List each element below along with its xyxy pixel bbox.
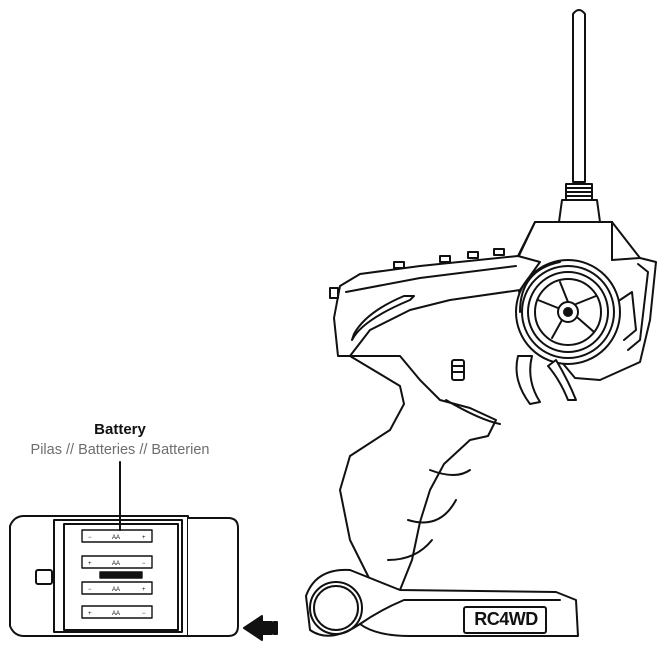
- brand-plate: [463, 606, 547, 634]
- transmitter-base: [305, 568, 579, 637]
- steering-wheel[interactable]: [515, 259, 637, 365]
- cell-2-type: AA: [112, 561, 120, 567]
- insert-arrow-icon: [243, 615, 278, 641]
- cell-4-plus: −: [142, 611, 146, 617]
- cell-3-type: AA: [112, 587, 120, 593]
- battery-callout-title: Battery: [94, 421, 146, 438]
- cell-1-minus: −: [88, 535, 92, 541]
- cell-3-plus: +: [142, 587, 146, 593]
- transmitter-top-body: [329, 248, 541, 357]
- cell-3-minus: −: [88, 587, 92, 593]
- brand-label: RC4WD: [474, 609, 538, 629]
- battery-tray: [9, 461, 239, 637]
- transmitter-grip: [339, 355, 501, 591]
- cell-1-type: AA: [112, 535, 120, 541]
- cell-2-plus: −: [142, 561, 146, 567]
- cell-2-minus: +: [88, 561, 92, 567]
- cell-1-plus: +: [142, 535, 146, 541]
- cell-4-type: AA: [112, 611, 120, 617]
- battery-callout-subtitle: Pilas // Batteries // Batterien: [30, 442, 210, 458]
- cell-4-minus: +: [88, 611, 92, 617]
- antenna: [558, 9, 601, 223]
- battery-cells: [81, 529, 153, 619]
- throttle-trigger[interactable]: [515, 355, 577, 405]
